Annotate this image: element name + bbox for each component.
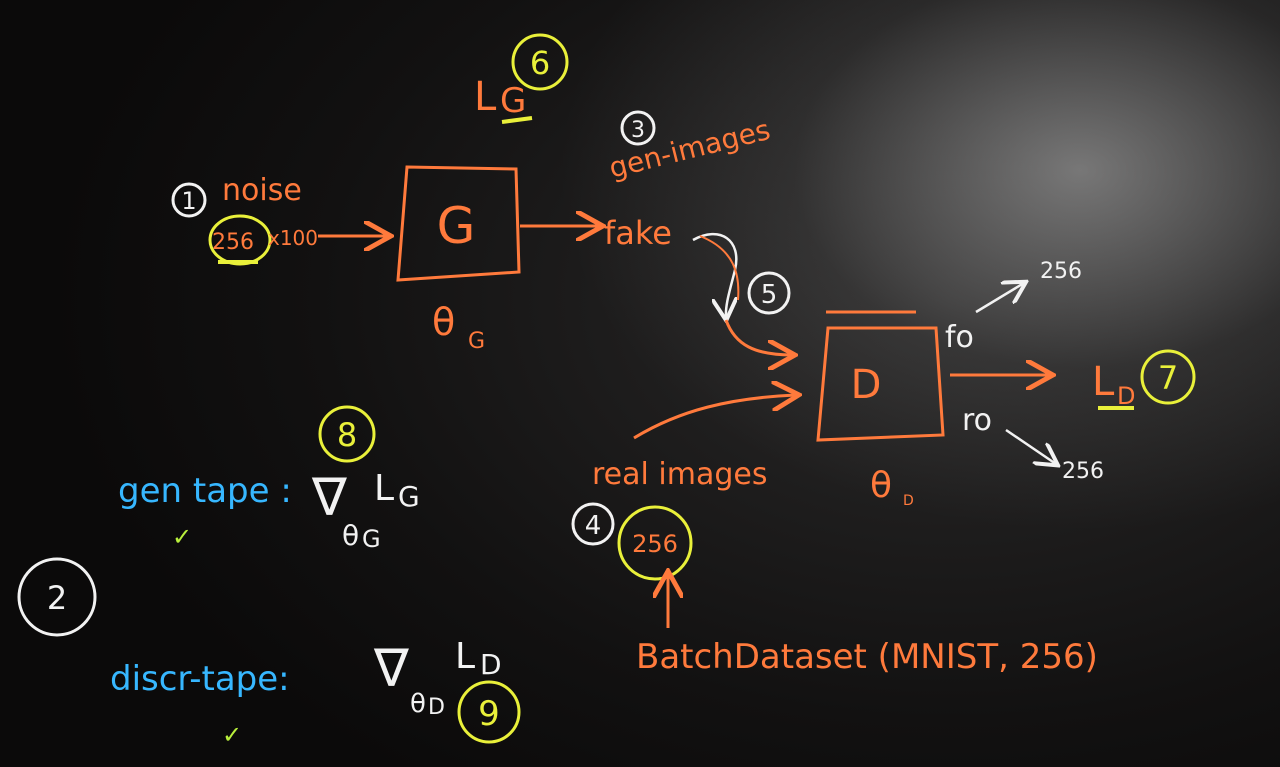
real-batch-size: 256 bbox=[632, 530, 678, 558]
tapes-group: 2 gen tape : ✓ ∇ L G θ G 8 discr-tape: ✓… bbox=[17, 405, 521, 749]
step-4-circle bbox=[571, 502, 615, 546]
generator-param-theta: θ bbox=[432, 300, 455, 344]
step-1-marker: 1 bbox=[181, 187, 196, 215]
step-3-circle bbox=[620, 110, 656, 146]
gen-tape-loss-subscript: G bbox=[398, 480, 420, 513]
discr-tape-wrt-theta: θ bbox=[410, 689, 426, 719]
discr-tape-loss-L: L bbox=[455, 636, 475, 677]
fake-to-step5-white-arrow bbox=[692, 232, 736, 318]
step-5-marker: 5 bbox=[761, 280, 778, 310]
generator-loss-L: L bbox=[474, 74, 497, 120]
generator-param-subscript: G bbox=[468, 329, 485, 354]
discr-tape-wrt-subscript: D bbox=[428, 695, 445, 720]
noise-dimension: x100 bbox=[268, 226, 318, 250]
step-1-circle bbox=[171, 182, 207, 218]
step-8-circle bbox=[318, 405, 376, 463]
discriminator-label: D bbox=[851, 362, 882, 408]
fake-to-discriminator-arrow bbox=[724, 319, 792, 355]
step-6-circle bbox=[511, 33, 569, 91]
step-7-circle bbox=[1140, 349, 1196, 405]
fake-curve-orange bbox=[699, 235, 740, 301]
generator-label: G bbox=[437, 197, 476, 255]
gen-tape-label: gen tape : bbox=[118, 471, 292, 511]
fake-output-label: fo bbox=[945, 320, 974, 355]
generator-box bbox=[396, 165, 521, 282]
noise-label: noise bbox=[222, 173, 302, 208]
generator-group: G θ G bbox=[396, 165, 600, 354]
discr-tape-loss-subscript: D bbox=[480, 648, 502, 681]
step-2-circle bbox=[17, 557, 97, 637]
discriminator-box bbox=[816, 326, 945, 442]
step-6-marker: 6 bbox=[530, 44, 550, 82]
fake-output-count: 256 bbox=[1040, 259, 1082, 284]
fake-output-arrow bbox=[975, 283, 1024, 314]
discriminator-param-theta: θ bbox=[870, 465, 892, 506]
discr-tape-label: discr-tape: bbox=[110, 659, 290, 699]
gen-tape-check: ✓ bbox=[172, 523, 192, 551]
real-output-label: ro bbox=[962, 403, 992, 438]
discriminator-param-subscript: D bbox=[903, 493, 914, 509]
fake-images-group: 3 gen-images fake 5 bbox=[604, 110, 792, 355]
step-9-circle bbox=[457, 680, 521, 744]
discriminator-loss-subscript: D bbox=[1117, 382, 1135, 410]
step-9-marker: 9 bbox=[478, 694, 500, 734]
discriminator-group: D θ D fo 256 ro 256 bbox=[816, 259, 1104, 509]
real-images-group: real images 4 256 BatchDataset (MNIST, 2… bbox=[571, 395, 1098, 677]
real-output-count: 256 bbox=[1062, 459, 1104, 484]
dataset-source-label: BatchDataset (MNIST, 256) bbox=[636, 637, 1098, 677]
step-3-marker: 3 bbox=[631, 118, 645, 143]
discriminator-loss-L: L bbox=[1092, 359, 1115, 405]
discr-tape-nabla: ∇ bbox=[373, 639, 409, 699]
gen-tape-wrt-subscript: G bbox=[362, 525, 381, 553]
generator-loss-group: L G 6 bbox=[474, 33, 569, 124]
discr-tape-check: ✓ bbox=[222, 721, 242, 749]
real-images-label: real images bbox=[592, 457, 767, 492]
step-8-marker: 8 bbox=[337, 416, 357, 454]
real-to-discriminator-arrow bbox=[633, 395, 796, 440]
gen-tape-nabla: ∇ bbox=[311, 468, 347, 528]
gen-tape-loss-L: L bbox=[374, 468, 394, 509]
step-5-circle bbox=[747, 271, 791, 315]
real-output-arrow bbox=[1005, 428, 1056, 464]
generator-loss-underline bbox=[501, 116, 533, 124]
step-2-marker: 2 bbox=[47, 579, 67, 617]
noise-batch-size: 256 bbox=[212, 230, 254, 255]
fake-label: fake bbox=[604, 214, 672, 252]
noise-input-group: 1 noise 256 x100 bbox=[171, 173, 388, 266]
gen-tape-wrt-theta: θ bbox=[342, 519, 359, 552]
generator-loss-subscript: G bbox=[500, 81, 526, 121]
step-7-marker: 7 bbox=[1158, 359, 1178, 397]
discriminator-loss-group: L D 7 bbox=[1092, 349, 1196, 410]
step-4-marker: 4 bbox=[585, 511, 602, 541]
